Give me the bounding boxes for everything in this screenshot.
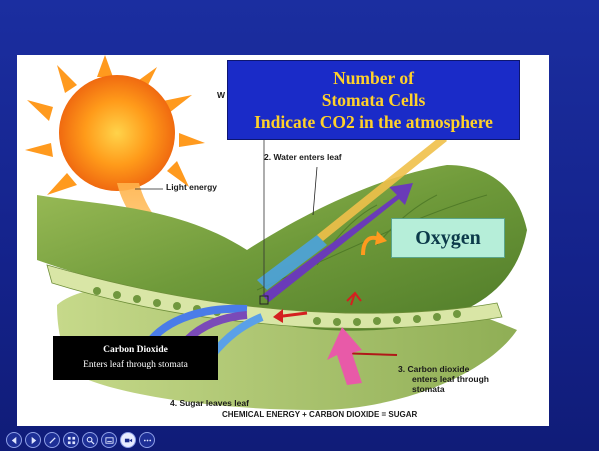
title-line-1: Number of (333, 68, 414, 88)
label-co2-line-1: 3. Carbon dioxide (398, 364, 470, 374)
label-water-partial: W (217, 90, 226, 100)
video-button[interactable] (120, 432, 136, 448)
equation-text: CHEMICAL ENERGY + CARBON DIOXIDE = SUGAR (222, 410, 418, 419)
slide-title-box: Number of Stomata Cells Indicate CO2 in … (227, 60, 520, 140)
slides-grid-icon (67, 436, 75, 444)
slides-grid-button[interactable] (63, 432, 79, 448)
pen-button[interactable] (44, 432, 60, 448)
label-co2-line-2: enters leaf through (412, 374, 489, 384)
more-options-button[interactable] (139, 432, 155, 448)
next-slide-button[interactable] (25, 432, 41, 448)
next-icon (31, 436, 36, 444)
more-options-icon (143, 439, 151, 441)
zoom-icon (86, 436, 95, 445)
co2-box-line-2: Enters leaf through stomata (83, 360, 188, 370)
co2-label-box: Carbon Dioxide Enters leaf through stoma… (53, 336, 218, 380)
pen-icon (48, 436, 56, 444)
label-co2-line-3: stomata (412, 384, 445, 394)
label-sugar-leaves: 4. Sugar leaves leaf (170, 398, 249, 408)
title-line-2: Stomata Cells (321, 90, 426, 110)
subtitles-button[interactable] (101, 432, 117, 448)
sun-icon (25, 55, 205, 195)
label-light-energy: Light energy (166, 182, 218, 192)
title-line-3: Indicate CO2 in the atmosphere (254, 112, 493, 132)
presentation-toolbar (6, 432, 155, 448)
co2-box-line-1: Carbon Dioxide (103, 345, 168, 355)
photosynthesis-illustration (25, 55, 527, 410)
video-icon (124, 438, 132, 442)
previous-slide-button[interactable] (6, 432, 22, 448)
subtitles-icon (104, 436, 114, 444)
previous-icon (11, 436, 16, 444)
label-water-enters: 2. Water enters leaf (264, 152, 342, 162)
oxygen-label-box: Oxygen (391, 218, 505, 258)
label-co2-enters: 3. Carbon dioxide enters leaf through st… (398, 364, 489, 394)
zoom-button[interactable] (82, 432, 98, 448)
